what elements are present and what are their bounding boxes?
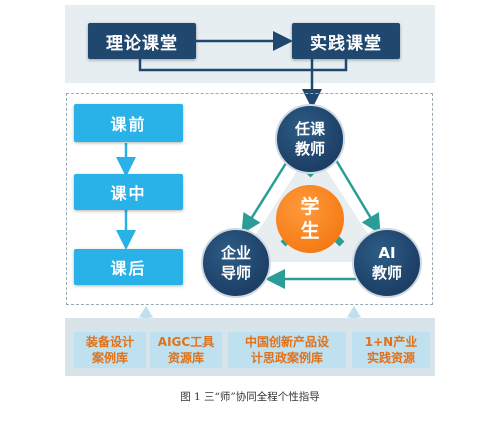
arrow-teacher-to-ai bbox=[334, 159, 381, 235]
resource-2-line1: AIGC工具 bbox=[157, 335, 215, 349]
subject-teacher-circle: 任课 教师 bbox=[275, 104, 345, 174]
resource-3-line2: 计思政案例库 bbox=[250, 351, 323, 365]
ai-teacher-circle: AI 教师 bbox=[352, 228, 422, 298]
ai-teacher-line1: AI bbox=[378, 244, 396, 262]
resource-1-line2: 案例库 bbox=[91, 351, 128, 365]
resource-1-line1: 装备设计 bbox=[85, 335, 134, 349]
arrow-teacher-to-mentor bbox=[241, 159, 290, 235]
resource-4-line1: 1+N产业 bbox=[364, 335, 418, 349]
step-pre-class: 课前 bbox=[74, 104, 183, 142]
theory-classroom-box: 理论课堂 bbox=[88, 23, 196, 59]
resource-2-line2: 资源库 bbox=[167, 351, 204, 365]
resource-equipment-case-library: 装备设计 案例库 bbox=[74, 332, 146, 368]
student-line2: 生 bbox=[300, 220, 320, 242]
enterprise-mentor-line1: 企业 bbox=[220, 244, 251, 262]
resource-4-line2: 实践资源 bbox=[366, 351, 415, 365]
figure-caption: 图 1 三“师”协同全程个性指导 bbox=[180, 391, 320, 403]
ai-teacher-line2: 教师 bbox=[371, 264, 402, 282]
practice-classroom-box: 实践课堂 bbox=[292, 23, 400, 59]
subject-teacher-line1: 任课 bbox=[294, 120, 325, 138]
student-circle: 学 生 bbox=[276, 185, 344, 253]
enterprise-mentor-line2: 导师 bbox=[220, 264, 251, 282]
resource-3-line1: 中国创新产品设 bbox=[244, 335, 329, 349]
resource-industry-practice: 1+N产业 实践资源 bbox=[352, 332, 430, 368]
student-line1: 学 bbox=[300, 196, 320, 218]
resource-innovation-cases: 中国创新产品设 计思政案例库 bbox=[228, 332, 346, 368]
step-in-class: 课中 bbox=[74, 174, 183, 210]
step-post-class: 课后 bbox=[74, 249, 183, 285]
enterprise-mentor-circle: 企业 导师 bbox=[201, 228, 271, 298]
main-frame bbox=[66, 93, 433, 305]
loop-line bbox=[138, 59, 348, 72]
subject-teacher-line2: 教师 bbox=[294, 140, 325, 158]
resource-aigc-tools: AIGC工具 资源库 bbox=[150, 332, 222, 368]
